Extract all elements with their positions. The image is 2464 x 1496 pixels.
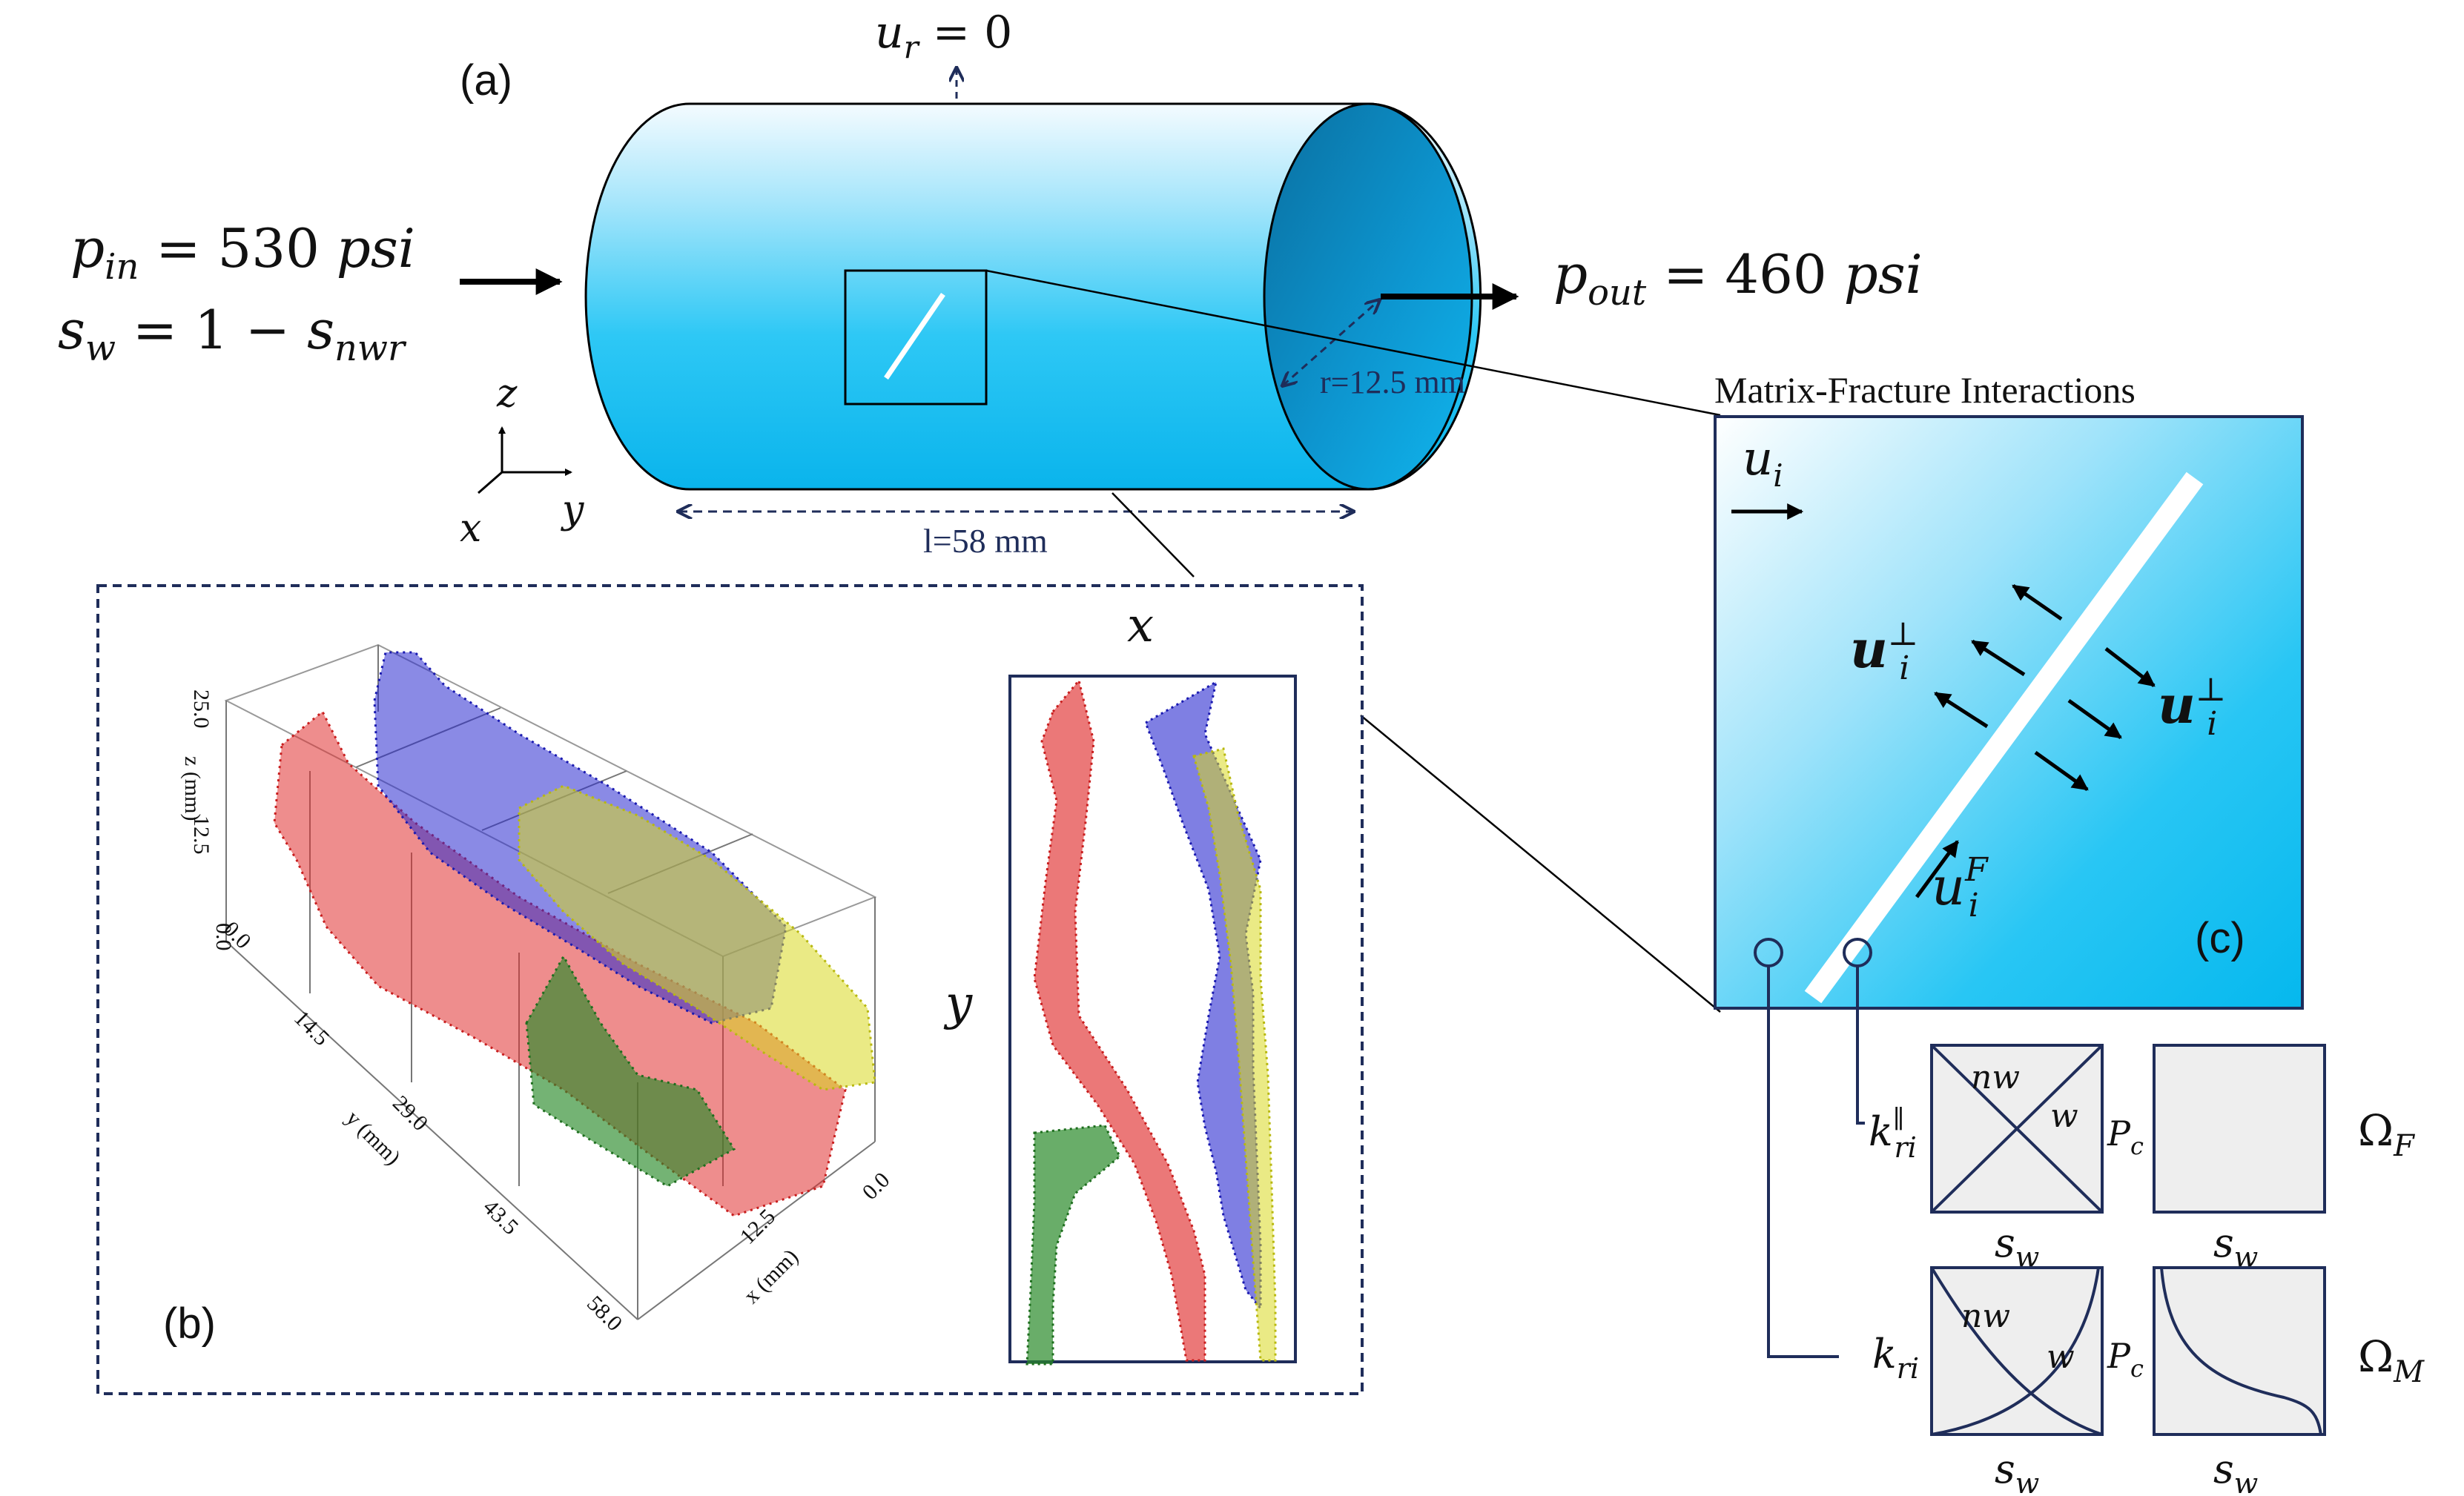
panel-a-label: (a): [460, 56, 512, 105]
top-green-fracture: [1025, 1124, 1121, 1366]
fracture-surfaces: [273, 651, 876, 1217]
fracture-kr-label: k∥ri: [1869, 1105, 1917, 1164]
core-cylinder: [584, 102, 1482, 491]
ui-perp-label-left: u⊥i: [1850, 615, 1918, 687]
y-tick-29: 29.0: [388, 1091, 432, 1136]
panel-c: Matrix-Fracture Interactions ui u⊥i u⊥i …: [1714, 369, 2425, 1496]
fracture-w-label: w: [2050, 1097, 2078, 1135]
matrix-w-label: w: [2047, 1338, 2075, 1376]
matrix-pc-label: Pc: [2107, 1336, 2144, 1383]
y-tick-43-5: 43.5: [478, 1195, 523, 1240]
pin-label: pin = 530 psi: [70, 217, 415, 288]
fracture-pc-plot: [2153, 1044, 2326, 1214]
top-red-fracture: [1033, 678, 1206, 1362]
panel-b-frame: [96, 584, 1364, 1395]
fracture-connector: [1856, 966, 1865, 1125]
top-view-x-label: x: [1127, 598, 1154, 653]
ui-label: ui: [1743, 431, 1783, 494]
fracture-yellow: [518, 784, 876, 1091]
panel-b: z (mm) 25.0 12.5 0.0 0.0 14.5 y (mm) 29.…: [96, 584, 1364, 1395]
x-tick-0: 0.0: [858, 1168, 895, 1205]
axis-z-label: z: [496, 371, 518, 416]
panel-b-label: (b): [163, 1300, 216, 1348]
z-tick-0: 0.0: [211, 923, 236, 951]
fracture-trace: [884, 293, 945, 380]
fracture-nw-label: nw: [1971, 1059, 2020, 1096]
top-view-y-label: y: [943, 976, 973, 1031]
matrix-nw-label: nw: [1961, 1297, 2010, 1335]
omega-m-label: ΩM: [2358, 1331, 2425, 1389]
coordinate-axes: z y x: [460, 371, 584, 551]
fracture-channel: [1804, 471, 2204, 1004]
matrix-fracture-box: [1714, 415, 2304, 1010]
length-label: l=58 mm: [923, 522, 1048, 560]
panel-c-label: (c): [2195, 914, 2245, 962]
fracture-relperm-plot: nw w: [1930, 1044, 2104, 1214]
matrix-kr-label: kri: [1872, 1331, 1919, 1385]
fracture-kr-sw-label: sw: [1995, 1219, 2039, 1274]
radius-label: r=12.5 mm: [1320, 364, 1465, 400]
matrix-kr-sw-label: sw: [1995, 1446, 2039, 1496]
sw-inlet-label: sw = 1 − snwr: [58, 299, 407, 369]
fracture-green: [525, 953, 736, 1188]
z-axis-label: z (mm): [180, 756, 205, 821]
ui-perp-label-right: u⊥i: [2158, 671, 2226, 743]
top-yellow-fracture: [1192, 747, 1277, 1362]
ur-label: ur = 0: [875, 7, 1012, 65]
pout-label: pout = 460 psi: [1553, 243, 1923, 314]
z-tick-25: 25.0: [189, 689, 214, 729]
fracture-pc-sw-label: sw: [2213, 1219, 2258, 1274]
zoom-box: [844, 269, 988, 406]
radius-arrow: [1283, 300, 1379, 385]
top-view-fractures: [1025, 678, 1277, 1366]
leader-lines: [985, 269, 1721, 1013]
omega-f-label: ΩF: [2358, 1105, 2415, 1163]
fracture-pc-label: Pc: [2107, 1113, 2144, 1160]
x-axis-label: x (mm): [739, 1245, 803, 1308]
panel-c-title: Matrix-Fracture Interactions: [1714, 369, 2136, 411]
axis-x-label: x: [460, 506, 481, 551]
y-tick-58: 58.0: [582, 1291, 627, 1336]
y-tick-14-5: 14.5: [289, 1006, 334, 1050]
axis-y-label: y: [561, 488, 584, 532]
matrix-pc-plot: [2153, 1266, 2326, 1436]
matrix-pc-sw-label: sw: [2213, 1446, 2258, 1496]
matrix-connector: [1767, 966, 1839, 1358]
z-tick-12-5: 12.5: [189, 815, 214, 855]
matrix-relperm-plot: nw w: [1930, 1266, 2104, 1436]
panel-a: (a) ur = 0 pin = 530 psi sw = 1 − snwr r…: [58, 7, 1923, 560]
normal-velocity-arrows: [1915, 583, 2156, 898]
